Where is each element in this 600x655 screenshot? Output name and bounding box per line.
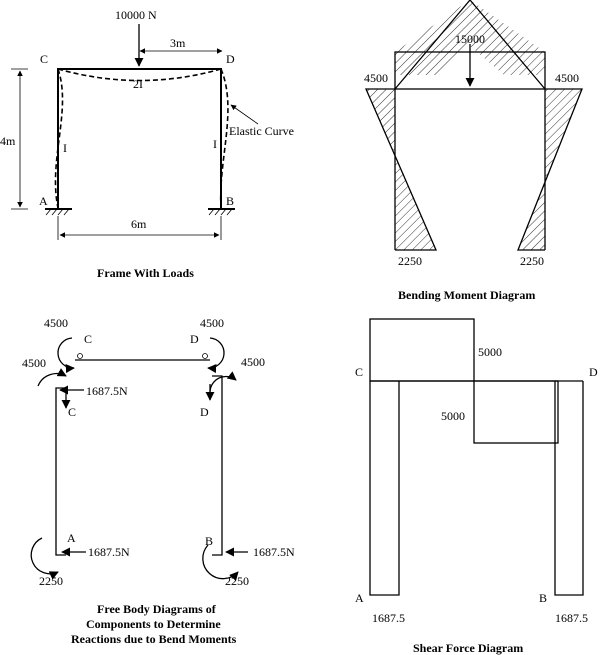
fbd-right-top-moment-arrow xyxy=(209,371,237,393)
beam-inertia-label: 2I xyxy=(133,77,143,91)
load-label: 10000 N xyxy=(115,8,157,22)
fbd-caption-line-3: Reactions due to Bend Moments xyxy=(71,632,237,646)
fbd-col-b-label: B xyxy=(205,534,213,548)
bmd-right-base-label: 2250 xyxy=(520,254,544,268)
bmd-left-base-label: 2250 xyxy=(398,254,422,268)
sfd-node-b-label: B xyxy=(539,591,547,605)
fbd-col-a-label: A xyxy=(67,531,76,545)
fbd-caption-line-2: Components to Determine xyxy=(86,617,221,631)
bending-moment-panel: 15000 4500 4500 2250 2250 Bending Moment… xyxy=(364,0,583,302)
fbd-left-top-moment-arrow xyxy=(37,368,67,387)
sfd-left-base-label: 1687.5 xyxy=(372,611,405,625)
node-c-label: C xyxy=(40,52,48,66)
fbd-right-top-moment-label: 4500 xyxy=(241,355,265,369)
fbd-beam-d-label: D xyxy=(190,332,199,346)
fbd-col-d-label: D xyxy=(200,405,209,419)
bmd-triangle xyxy=(394,0,546,90)
fbd-col-c-label: C xyxy=(68,405,76,419)
fbd-bottom-left-force-label: 1687.5N xyxy=(88,545,130,559)
dim-3m-label: 3m xyxy=(170,36,186,50)
elastic-curve-label: Elastic Curve xyxy=(229,124,294,138)
sfd-node-d-label: D xyxy=(589,365,598,379)
node-b-label: B xyxy=(226,194,234,208)
fbd-bottom-right-moment-arrow xyxy=(202,544,239,582)
bmd-left-corner-label: 4500 xyxy=(364,71,388,85)
fbd-caption-line-1: Free Body Diagrams of xyxy=(97,602,217,616)
left-column-inertia-label: I xyxy=(63,141,67,155)
bmd-peak-label: 15000 xyxy=(455,32,485,46)
frame-outline xyxy=(57,68,222,208)
dim-6m-label: 6m xyxy=(131,217,147,231)
fbd-left-column xyxy=(55,387,66,556)
fbd-bottom-left-moment-arrow xyxy=(30,537,59,580)
bmd-right-column-outline xyxy=(517,88,583,251)
dim-4m-label: 4m xyxy=(0,134,16,148)
elastic-curve-pointer xyxy=(230,104,259,125)
bmd-right-corner-label: 4500 xyxy=(555,71,579,85)
fbd-beam-pin-left xyxy=(77,353,83,359)
bmd-caption: Bending Moment Diagram xyxy=(398,288,535,302)
sfd-upper-value-label: 5000 xyxy=(478,345,502,359)
node-d-label: D xyxy=(226,52,235,66)
sfd-caption: Shear Force Diagram xyxy=(413,641,523,655)
sfd-lower-value-label: 5000 xyxy=(441,409,465,423)
sfd-upper-block xyxy=(369,318,475,382)
fbd-beam-right-moment-label: 4500 xyxy=(200,316,224,330)
fbd-top-force-label: 1687.5N xyxy=(86,384,128,398)
fixed-support-a xyxy=(45,208,72,216)
elastic-curve-beam xyxy=(57,68,222,82)
fbd-bottom-right-force-label: 1687.5N xyxy=(253,545,295,559)
sfd-lower-block xyxy=(473,380,559,444)
sfd-node-c-label: C xyxy=(355,365,363,379)
fbd-beam-right-moment-arrow xyxy=(207,337,225,374)
fbd-right-column xyxy=(212,375,223,556)
bmd-left-column-outline xyxy=(365,88,437,251)
frame-with-loads-panel: 10000 N 3m 4m xyxy=(0,8,294,280)
fbd-beam-c-label: C xyxy=(84,332,92,346)
fbd-beam-left-moment-label: 4500 xyxy=(44,316,68,330)
fbd-beam-left-moment-arrow xyxy=(57,337,75,374)
fbd-beam-pin-right xyxy=(202,353,208,359)
shear-force-panel: 5000 5000 C D A B 1687.5 1687.5 Shear Fo… xyxy=(355,318,598,655)
elastic-curve-right-column xyxy=(219,68,229,209)
bmd-beam-hatch xyxy=(395,0,545,75)
fbd-bottom-right-moment-label: 2250 xyxy=(225,574,249,588)
sfd-right-base-label: 1687.5 xyxy=(555,611,588,625)
sfd-right-column xyxy=(554,381,584,596)
sfd-node-a-label: A xyxy=(355,591,364,605)
fixed-support-b xyxy=(208,208,235,216)
right-column-inertia-label: I xyxy=(213,137,217,151)
fbd-left-top-moment-label: 4500 xyxy=(22,356,46,370)
frame-caption: Frame With Loads xyxy=(97,266,194,280)
fbd-bottom-left-moment-label: 2250 xyxy=(39,574,63,588)
elastic-curve-left-column xyxy=(54,68,64,209)
free-body-panel: 4500 4500 C D 4500 1687.5N C A 1687.5N 2… xyxy=(22,316,295,646)
node-a-label: A xyxy=(39,194,48,208)
sfd-left-column xyxy=(369,381,400,596)
